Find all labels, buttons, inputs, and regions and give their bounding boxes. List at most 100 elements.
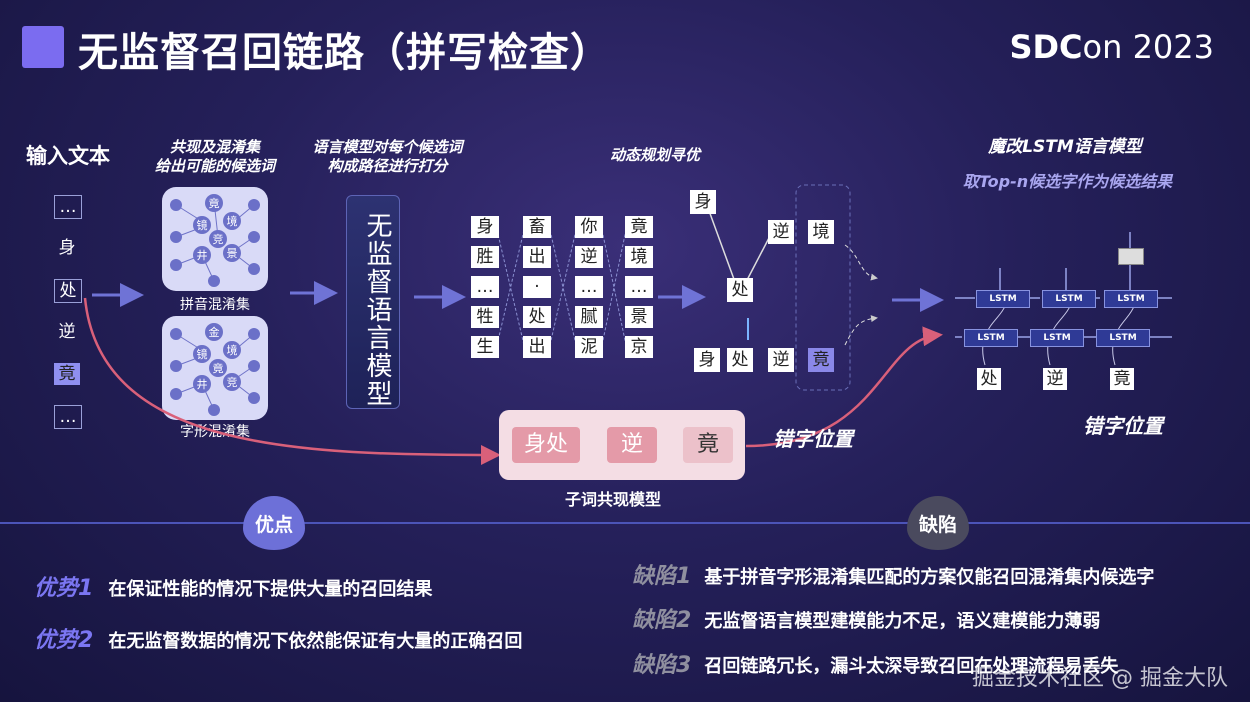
pinyin-caption: 拼音混淆集 xyxy=(180,297,250,313)
lm-header-line1: 语言模型对每个候选词 xyxy=(312,138,463,156)
lattice-cell: 泥 xyxy=(575,336,603,358)
glyph-graph-svg: 金 境 镜 竟 井 竞 xyxy=(170,323,260,416)
glyph-graph: 金 境 镜 竟 井 竞 xyxy=(162,316,268,420)
pinyin-node: 景 xyxy=(227,247,238,260)
conference-logo-bold: SDC xyxy=(1009,28,1083,66)
conference-logo-rest: on 2023 xyxy=(1082,28,1214,66)
lstm-input-char: 竟 xyxy=(1110,368,1134,390)
lstm-cell: LSTM xyxy=(964,329,1018,347)
lattice-cell: 身 xyxy=(471,216,499,238)
lattice-cell: 逆 xyxy=(575,246,603,268)
lattice-cell: 景 xyxy=(625,306,653,328)
lattice-cell: 京 xyxy=(625,336,653,358)
input-char: … xyxy=(54,195,82,219)
lattice-cell: 腻 xyxy=(575,306,603,328)
section-divider xyxy=(0,522,1250,524)
lstm-cell: LSTM xyxy=(976,290,1030,308)
advantage-text: 在无监督数据的情况下依然能保证有大量的正确召回 xyxy=(108,631,523,652)
subword-item: 逆 xyxy=(607,427,657,463)
lstm-cell: LSTM xyxy=(1096,329,1150,347)
pinyin-node: 境 xyxy=(227,214,238,228)
lattice-cell: 牲 xyxy=(471,306,499,328)
lattice-cell: 生 xyxy=(471,336,499,358)
lstm-input-char: 处 xyxy=(977,368,1001,390)
glyph-node: 竟 xyxy=(213,362,224,375)
dp-header: 动态规划寻优 xyxy=(609,146,700,164)
lattice-cell: 处 xyxy=(523,306,551,328)
pinyin-node: 井 xyxy=(197,248,208,262)
confusion-header: 共现及混淆集 给出可能的候选词 xyxy=(140,138,290,176)
advantage-key: 优势2 xyxy=(34,628,94,653)
lattice-cell: … xyxy=(575,276,603,298)
glyph-node: 竞 xyxy=(227,375,238,389)
glyph-node: 境 xyxy=(227,343,238,357)
dp-bottom-cell: 逆 xyxy=(768,348,794,372)
disadvantage-text: 无监督语言模型建模能力不足，语义建模能力薄弱 xyxy=(704,611,1101,632)
lm-header-line2: 构成路径进行打分 xyxy=(327,157,448,175)
lstm-input-char: 逆 xyxy=(1043,368,1067,390)
advantage-row: 优势1 在保证性能的情况下提供大量的召回结果 xyxy=(34,570,432,602)
glyph-node: 金 xyxy=(209,325,220,339)
conference-logo: SDCon 2023 xyxy=(1009,28,1214,66)
lattice-cell: 出 xyxy=(523,336,551,358)
dp-top-cell: 境 xyxy=(808,220,834,244)
dp-top-cell: 逆 xyxy=(768,220,794,244)
disadvantage-row: 缺陷2 无监督语言模型建模能力不足，语义建模能力薄弱 xyxy=(632,602,1100,634)
glyph-node: 镜 xyxy=(197,347,208,361)
lattice-cell: 你 xyxy=(575,216,603,238)
pinyin-node: 镜 xyxy=(197,218,208,232)
disadvantage-key: 缺陷2 xyxy=(632,608,692,633)
subword-item: 身处 xyxy=(512,427,580,463)
lattice-cell: … xyxy=(625,276,653,298)
dp-bottom-cell: 身 xyxy=(694,348,720,372)
subword-panel: 身处 逆 竟 xyxy=(499,410,745,480)
language-model-box: 无监督语言模型 xyxy=(346,195,400,409)
disadvantage-text: 召回链路冗长，漏斗太深导致召回在处理流程易丢失 xyxy=(704,656,1119,677)
input-char: 身 xyxy=(58,238,76,258)
advantage-key: 优势1 xyxy=(34,576,94,601)
lattice-cell: 竟 xyxy=(625,216,653,238)
title-accent-square xyxy=(22,26,64,68)
lstm-subheader: 取Top-n候选字作为候选结果 xyxy=(962,172,1173,191)
glyph-node: 井 xyxy=(197,377,208,391)
subword-error-position-label: 错字位置 xyxy=(773,427,853,451)
confusion-header-line2: 给出可能的候选词 xyxy=(154,157,275,175)
disadvantage-key: 缺陷3 xyxy=(632,653,692,678)
language-model-label: 无监督语言模型 xyxy=(362,212,392,408)
subword-caption: 子词共现模型 xyxy=(565,490,662,509)
lattice-cell: 出 xyxy=(523,246,551,268)
advantage-row: 优势2 在无监督数据的情况下依然能保证有大量的正确召回 xyxy=(34,622,522,654)
input-char: … xyxy=(54,405,82,429)
lstm-cell: LSTM xyxy=(1030,329,1084,347)
disadvantage-row: 缺陷1 基于拼音字形混淆集匹配的方案仅能召回混淆集内候选字 xyxy=(632,558,1154,590)
lattice-cell: … xyxy=(471,276,499,298)
input-char-error: 竟 xyxy=(54,363,80,385)
disadvantage-row: 缺陷3 召回链路冗长，漏斗太深导致召回在处理流程易丢失 xyxy=(632,647,1118,679)
advantages-badge: 优点 xyxy=(243,496,305,550)
dp-top-cell: 身 xyxy=(690,190,716,214)
pinyin-node: 竞 xyxy=(213,232,224,246)
lattice-cell: · xyxy=(523,276,551,298)
lattice-cell: 胜 xyxy=(471,246,499,268)
lattice-cell: 畜 xyxy=(523,216,551,238)
lstm-cell: LSTM xyxy=(1042,290,1096,308)
pinyin-node: 竟 xyxy=(209,197,220,210)
pinyin-graph-svg: 竟 境 镜 竞 井 景 xyxy=(170,194,260,287)
dp-bottom-cell: 处 xyxy=(727,348,753,372)
subword-item-error: 竟 xyxy=(683,427,733,463)
page-title: 无监督召回链路（拼写检查） xyxy=(78,30,611,76)
lstm-cell: LSTM xyxy=(1104,290,1158,308)
watermark: 掘金技术社区 @ 掘金大队 xyxy=(972,666,1228,691)
input-char: 处 xyxy=(54,279,82,303)
lstm-error-position-label: 错字位置 xyxy=(1083,414,1163,438)
lattice-cell: 境 xyxy=(625,246,653,268)
dp-top-cell: 处 xyxy=(727,278,753,302)
lstm-output-gate-icon xyxy=(1118,248,1144,265)
dp-bottom-cell-error: 竟 xyxy=(808,348,834,372)
lstm-header: 魔改LSTM语言模型 xyxy=(988,137,1142,157)
advantage-text: 在保证性能的情况下提供大量的召回结果 xyxy=(108,579,433,600)
input-text-label: 输入文本 xyxy=(26,144,110,168)
disadvantages-badge: 缺陷 xyxy=(907,496,969,550)
disadvantage-text: 基于拼音字形混淆集匹配的方案仅能召回混淆集内候选字 xyxy=(704,567,1155,588)
input-char: 逆 xyxy=(58,322,76,342)
